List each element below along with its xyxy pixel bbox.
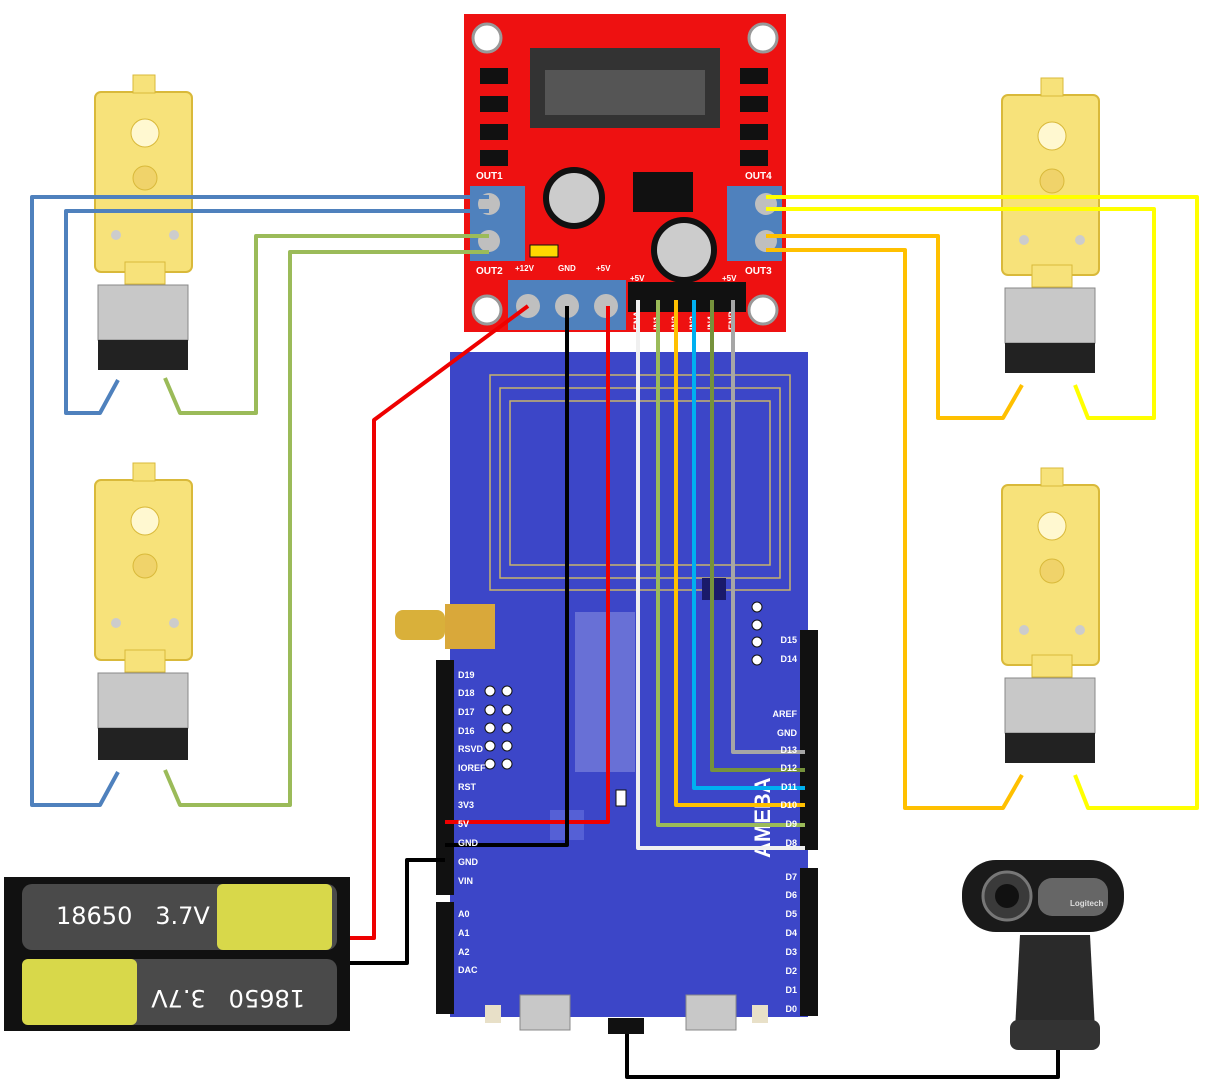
wire-green-out2 [163,234,489,415]
wire-red-12v [350,304,530,940]
right-pin-4: D13 [780,745,797,755]
right-pin-15: D2 [785,966,797,976]
right-pin-1: D14 [780,654,797,664]
v5-label: +5V [596,264,611,273]
left-pin-3: D16 [458,726,475,736]
wire-green-out2-b [163,250,489,807]
wire-white-ena [636,300,805,850]
wire-yellow-out4 [766,195,1199,810]
right-pin-14: D3 [785,947,797,957]
gnd-label: GND [558,264,576,273]
wire-olive-in4 [710,300,805,772]
right-pin-9: D8 [785,838,797,848]
battery-cell-2-label: 18650 3.7V [151,984,305,1012]
wire-blue-out1-b [64,209,489,415]
wire-orange-in2 [674,300,805,807]
left-pin-5: IOREF [458,763,486,773]
battery-holder: 18650 3.7V 18650 3.7V [4,877,350,1031]
v5-label-b: +5V [722,274,737,283]
motor-top-right [1001,77,1100,373]
wire-yellow-out4-b [766,207,1156,420]
left-pin-4: RSVD [458,744,484,754]
wire-webcam-usb [625,1030,1060,1079]
wire-orange-out3 [766,234,1024,420]
right-pin-2: AREF [773,709,798,719]
right-pin-6: D11 [781,782,797,792]
motor-top-left [94,74,193,370]
webcam: Logitech [962,860,1124,1050]
v5-label-a: +5V [630,274,645,283]
motor-bottom-right [1001,467,1100,763]
wire-blue-out1 [30,195,489,807]
out1-label: OUT1 [476,171,503,182]
wire-black-battery [350,858,445,965]
out2-label: OUT2 [476,266,503,277]
right-pin-10: D7 [785,872,797,882]
out4-label: OUT4 [745,171,772,182]
left-pin-14: A2 [458,947,470,957]
wire-blue-in3 [692,300,805,790]
left-pin-15: DAC [458,965,478,975]
left-pin-1: D18 [458,688,475,698]
left-pin-9: GND [458,838,479,848]
wire-orange-out3-b [766,248,1024,810]
right-pin-16: D1 [785,985,797,995]
left-pin-7: 3V3 [458,800,474,810]
right-pin-0: D15 [780,635,797,645]
board-brand-label: AMEBA [750,777,775,858]
battery-cell-1-label: 18650 3.7V [56,902,210,930]
motor-driver-board: OUT1 OUT2 OUT4 OUT3 +12V GND +5V +5V +5V… [464,14,786,332]
left-pin-12: A0 [458,909,470,919]
wire-black-gnd [445,306,569,847]
v12-label: +12V [515,264,535,273]
left-pin-13: A1 [458,928,470,938]
right-pin-3: GND [777,728,798,738]
webcam-brand-label: Logitech [1070,899,1103,908]
left-pin-6: RST [458,782,477,792]
right-pin-8: D9 [785,819,797,829]
right-pin-5: D12 [780,763,797,773]
ameba-board: AMEBA [395,352,818,1031]
left-pin-2: D17 [458,707,475,717]
right-pin-13: D4 [785,928,797,938]
right-pin-17: D0 [785,1004,797,1014]
right-pin-11: D6 [785,890,797,900]
motor-bottom-left [94,462,193,760]
left-pin-10: GND [458,857,479,867]
left-pin-11: VIN [458,876,473,886]
wire-red-5v [445,306,610,824]
right-pin-12: D5 [785,909,797,919]
wire-gray-enb [731,300,805,754]
left-pin-8: 5V [458,819,469,829]
out3-label: OUT3 [745,266,772,277]
right-pin-7: D10 [780,800,797,810]
usb-plug [608,1018,644,1034]
wires [30,195,1199,1079]
wire-green-in1 [656,300,805,827]
left-pin-0: D19 [458,670,475,680]
